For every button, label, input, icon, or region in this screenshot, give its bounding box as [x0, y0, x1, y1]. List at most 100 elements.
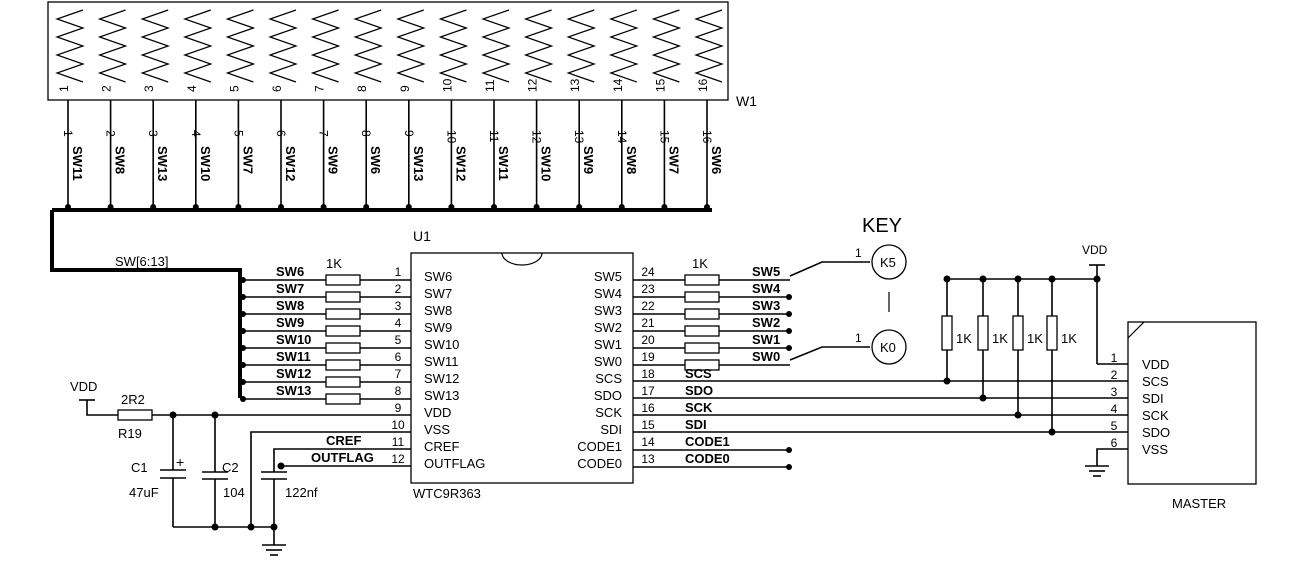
w1-ref-label: W1	[736, 93, 757, 109]
master-body	[1127, 321, 1257, 485]
chip-right-pin-number: 22	[641, 299, 655, 313]
w1-net-label: SW8	[624, 146, 639, 174]
w1-outer-pin: 6	[274, 130, 288, 137]
chip-right-pin-name: SW0	[594, 354, 622, 369]
w1-net-label: SW10	[539, 146, 554, 181]
chip-part-label: WTC9R363	[413, 486, 481, 501]
right-net-terminal	[786, 311, 792, 317]
w1-outer-pin: 9	[402, 130, 416, 137]
right-resistor-value: 1K	[692, 256, 708, 271]
cref-wire	[273, 448, 411, 472]
w1-zigzag	[182, 9, 213, 83]
chip-left-pin-name: SW7	[424, 286, 452, 301]
c2-ref: C2	[222, 460, 239, 475]
w1-outer-pin: 12	[530, 130, 544, 144]
key-k5-label: K5	[880, 255, 896, 270]
c1-value: 47uF	[129, 485, 159, 500]
w1-zigzag	[268, 9, 298, 83]
chip-ref-label: U1	[413, 228, 431, 244]
chip-right-pin-name: CODE1	[577, 439, 622, 454]
left-net-label: SW6	[276, 264, 304, 279]
chip-right-pin-number: 24	[641, 265, 655, 279]
chip-left-pin-number: 3	[395, 299, 402, 313]
chip-left-pin-name: SW12	[424, 371, 459, 386]
left-resistor	[325, 342, 361, 354]
chip-right-pin-name: SW2	[594, 320, 622, 335]
chip-left-pin-name: VSS	[424, 422, 450, 437]
left-net-label: SW10	[276, 332, 311, 347]
chip-left-pin-number: 1	[395, 265, 402, 279]
w1-net-label: SW7	[240, 146, 255, 174]
chip-right-pin-name: SCK	[595, 405, 622, 420]
chip-right-pin-name: CODE0	[577, 456, 622, 471]
pullup-value: 1K	[1061, 331, 1077, 346]
left-net-label: SW11	[276, 349, 311, 364]
outflag-net-label: OUTFLAG	[311, 450, 374, 465]
w1-outer-pin: 2	[104, 130, 118, 137]
w1-inner-pin: 8	[355, 85, 369, 92]
pullup-resistor	[977, 315, 989, 351]
w1-inner-pin: 2	[100, 85, 114, 92]
right-net-label: SCK	[685, 400, 713, 415]
cref-net-label: CREF	[326, 433, 361, 448]
right-net-terminal	[786, 447, 792, 453]
chip-left-pin-number: 6	[395, 350, 402, 364]
key-section: KEY K5 1 K0 1	[789, 215, 907, 365]
chip-left-pin-name: SW10	[424, 337, 459, 352]
w1-zigzag	[97, 9, 128, 83]
chip-left-pin-number: 7	[395, 367, 402, 381]
left-bus-junction	[240, 311, 246, 317]
w1-outer-pin: 3	[146, 130, 160, 137]
master-label: MASTER	[1172, 496, 1226, 511]
w1-zigzag	[608, 9, 639, 83]
w1-net-label: SW8	[113, 146, 128, 174]
w1-net-label: SW6	[368, 146, 383, 174]
w1-zigzag	[353, 9, 384, 83]
right-net-label: SW3	[752, 298, 780, 313]
right-net-terminal	[786, 345, 792, 351]
master-pin-number: 4	[1111, 402, 1118, 416]
junction-gnd-vss	[247, 523, 255, 531]
c2-value: 104	[223, 485, 245, 500]
chip-right-pin-number: 19	[641, 350, 655, 364]
left-net-label: SW13	[276, 383, 311, 398]
w1-zigzag	[310, 9, 341, 83]
master-pin-name: SDI	[1142, 391, 1164, 406]
chip-left-pin-name: SW11	[424, 354, 458, 369]
chip-left-pin-name: SW8	[424, 303, 452, 318]
w1-net-label: SW9	[326, 146, 341, 174]
vdd-left-wire	[86, 400, 118, 416]
w1-inner-pin: 3	[142, 85, 156, 92]
chip-left-pin-number: 10	[391, 418, 405, 432]
w1-inner-pin: 11	[483, 79, 497, 92]
chip-right-pin-number: 23	[641, 282, 655, 296]
w1-net-label: SW6	[709, 146, 724, 174]
left-bus-junction	[240, 345, 246, 351]
master-pin-name: SCS	[1142, 374, 1169, 389]
w1-inner-pin: 1	[57, 85, 71, 92]
left-bus-junction	[240, 277, 246, 283]
w1-net-label: SW10	[198, 146, 213, 181]
left-resistor	[325, 376, 361, 388]
w1-zigzag	[566, 9, 597, 83]
vdd-right-label: VDD	[1082, 243, 1108, 257]
master-pin-number: 5	[1111, 419, 1118, 433]
chip-notch	[501, 252, 543, 266]
left-resistor-value: 1K	[326, 256, 342, 271]
k5-pin-label: 1	[855, 246, 862, 260]
left-resistor	[325, 359, 361, 371]
right-net-label: CODE1	[685, 434, 730, 449]
w1-outer-pin: 4	[189, 130, 203, 137]
left-resistor	[325, 325, 361, 337]
chip-left-pin-number: 12	[391, 452, 405, 466]
w1-net-label: SW7	[666, 146, 681, 174]
chip-right-pin-name: SW1	[594, 337, 622, 352]
pullup-bus-junction	[943, 377, 951, 385]
master-vss-wire	[1096, 448, 1128, 466]
chip-right-pin-number: 13	[641, 452, 655, 466]
left-net-label: SW8	[276, 298, 304, 313]
right-net-label: CODE0	[685, 451, 730, 466]
master-pin-name: SCK	[1142, 408, 1169, 423]
